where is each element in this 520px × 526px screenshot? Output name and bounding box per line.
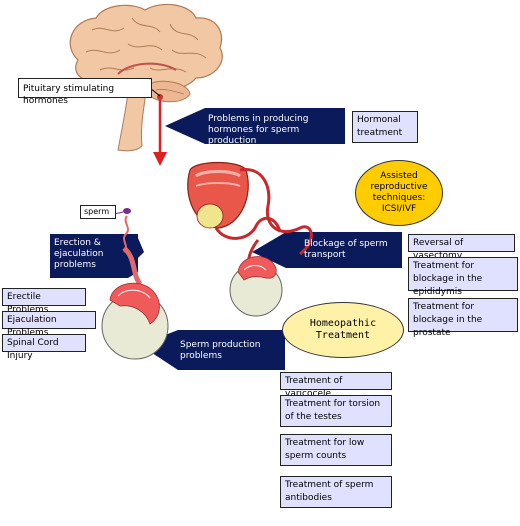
varicocele-text: Treatment of varicocele (285, 376, 343, 399)
ejaculation-problems-text: Ejaculation Problems (7, 315, 57, 338)
brain-illustration (69, 3, 223, 152)
blockage-prostate-text: Treatment for blockage in the prostate (413, 302, 483, 338)
homeopathic-text: Homeopathic Treatment (309, 318, 377, 341)
blockage-label: Blockage of sperm transport (304, 239, 400, 261)
ejaculation-problems-box: Ejaculation Problems (2, 311, 96, 338)
erection-arrow (50, 234, 144, 278)
blockage-epididymis-text: Treatment for blockage in the epididymis (413, 261, 483, 297)
torsion-box: Treatment for torsion of the testes (280, 395, 392, 427)
low-sperm-box: Treatment for low sperm counts (280, 434, 392, 466)
torsion-text: Treatment for torsion of the testes (285, 399, 381, 422)
blockage-arrow (252, 232, 402, 268)
sperm-production-text: Sperm production problems (180, 340, 261, 361)
sperm-text: sperm (84, 207, 110, 216)
erectile-problems-box: Erectile Problems (2, 288, 86, 315)
sperm-production-arrow (140, 330, 285, 370)
sperm-antibodies-text: Treatment of sperm antibodies (285, 480, 374, 503)
sperm-antibodies-box: Treatment of sperm antibodies (280, 476, 392, 508)
hormone-problem-text: Problems in producing hormones for sperm… (208, 114, 309, 146)
pituitary-text: Pituitary stimulating hormones (23, 84, 115, 106)
reversal-vasectomy-text: Reversal of vasectomy (413, 238, 464, 261)
erection-text: Erection & ejaculation problems (54, 238, 104, 270)
spinal-cord-injury-box: Spinal Cord Injury (2, 334, 86, 361)
spinal-cord-injury-text: Spinal Cord Injury (7, 338, 59, 361)
blockage-text: Blockage of sperm transport (304, 239, 388, 260)
hormonal-treatment-text: Hormonal treatment (357, 115, 403, 138)
varicocele-box: Treatment of varicocele (280, 372, 392, 399)
hormone-problem-arrow (165, 108, 345, 144)
testis-illustration-left (101, 282, 169, 360)
erection-label: Erection & ejaculation problems (54, 238, 132, 271)
testis-illustration-right (229, 256, 283, 317)
hormone-problem-label: Problems in producing hormones for sperm… (208, 114, 343, 147)
blockage-prostate-box: Treatment for blockage in the prostate (408, 298, 518, 338)
reversal-vasectomy-box: Reversal of vasectomy (408, 234, 515, 261)
homeopathic-ellipse: Homeopathic Treatment (282, 302, 404, 358)
male-reproductive-illustration (187, 161, 313, 271)
pituitary-label: Pituitary stimulating hormones (18, 78, 152, 106)
hormonal-treatment-box: Hormonal treatment (352, 111, 418, 143)
assisted-reproductive-ellipse: Assisted reproductive techniques: ICSI/I… (355, 160, 443, 226)
sperm-label: sperm (80, 205, 116, 219)
erectile-problems-text: Erectile Problems (7, 292, 49, 315)
low-sperm-text: Treatment for low sperm counts (285, 438, 365, 461)
assisted-text: Assisted reproductive techniques: ICSI/I… (370, 171, 428, 214)
sperm-production-label: Sperm production problems (180, 340, 280, 362)
blockage-epididymis-box: Treatment for blockage in the epididymis (408, 257, 518, 297)
